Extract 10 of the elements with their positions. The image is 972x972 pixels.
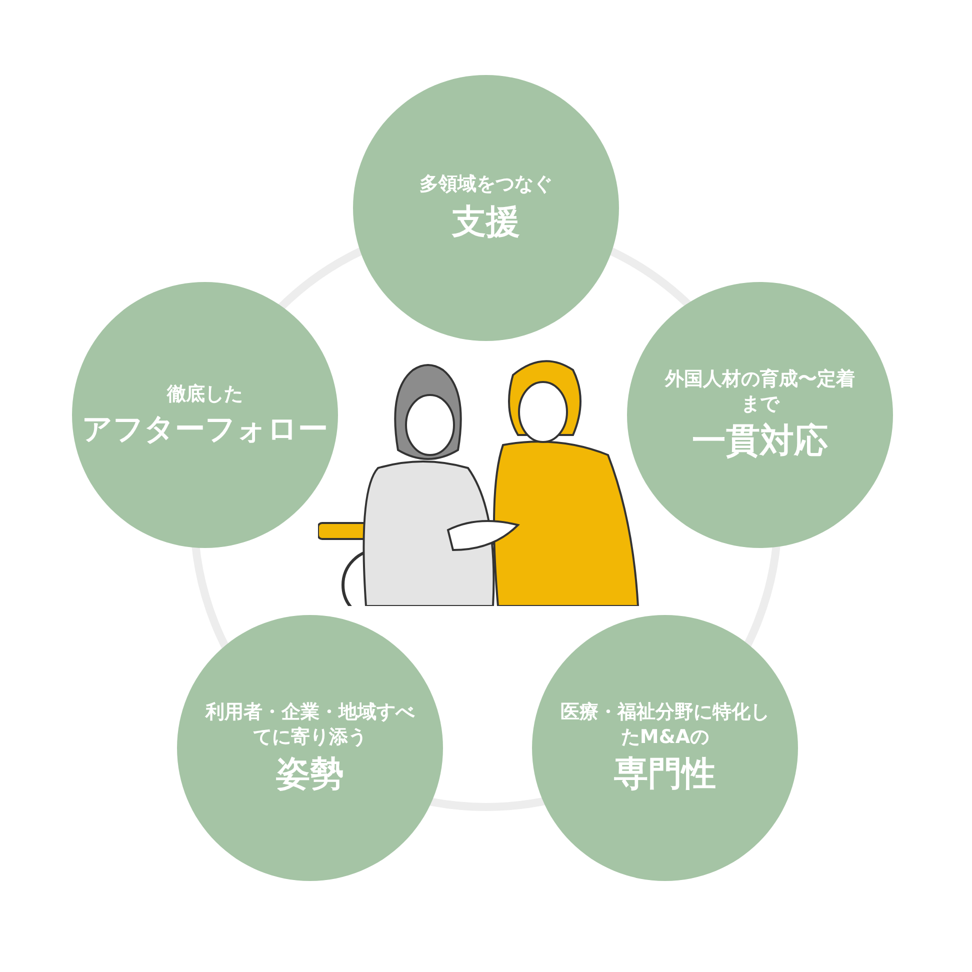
feature-subtitle: 多領域をつなぐ — [420, 172, 552, 198]
feature-title: 専門性 — [614, 753, 716, 796]
feature-subtitle: 利用者・企業・地域すべてに寄り添う — [204, 700, 416, 750]
feature-title: 支援 — [452, 201, 520, 244]
feature-title: 姿勢 — [276, 753, 344, 796]
feature-subtitle: 外国人材の育成〜定着まで — [664, 367, 856, 416]
feature-subtitle: 徹底した — [167, 382, 243, 407]
feature-title: 一貫対応 — [692, 420, 828, 463]
feature-subtitle: 医療・福祉分野に特化したM&Aの — [560, 700, 770, 750]
feature-title: アフターフォロー — [82, 410, 328, 448]
